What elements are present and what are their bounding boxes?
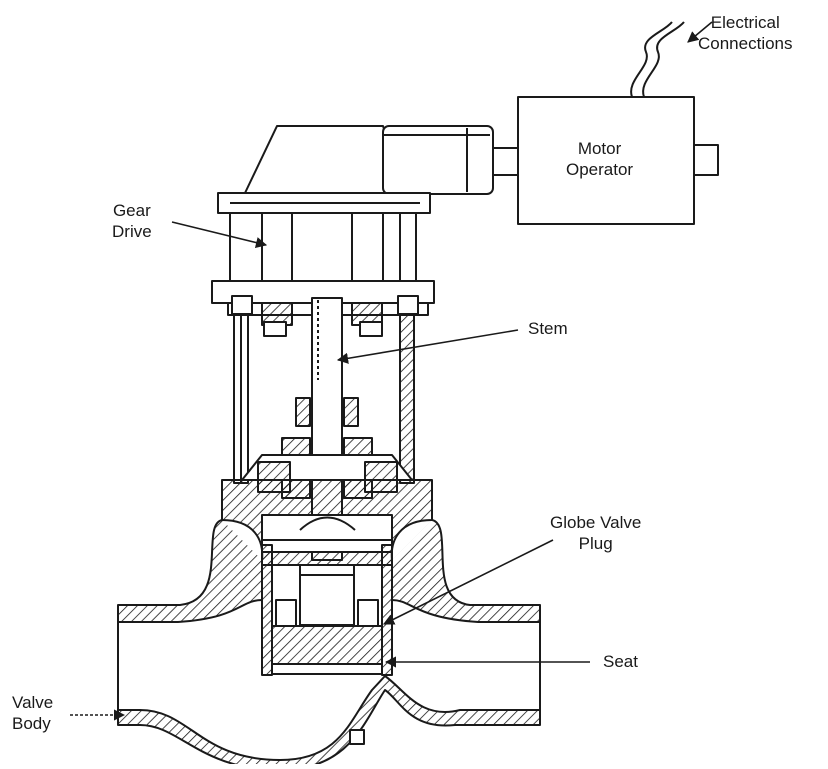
label-stem: Stem (528, 319, 568, 338)
label-electrical-line1: Electrical (710, 13, 780, 32)
gear-motor-housing (382, 125, 494, 195)
gear-housing (244, 125, 406, 194)
globe-valve-plug (271, 625, 383, 665)
label-globe-valve-plug: Globe Valve Plug (550, 512, 641, 554)
label-gear-line1: Gear (112, 201, 151, 220)
electrical-leader (687, 21, 713, 43)
label-gear-drive: Gear Drive (112, 200, 152, 242)
label-gear-line2: Drive (112, 222, 152, 241)
plug-leader (382, 539, 554, 625)
motor-shaft-right (693, 144, 719, 176)
label-plug-line1: Globe Valve (550, 513, 642, 532)
valve-body-bottom (117, 675, 541, 769)
label-body-line2: Body (12, 714, 51, 733)
label-motor-line2: Operator (566, 160, 634, 179)
valve-body-wall-left (117, 519, 263, 623)
label-plug-line2: Plug (578, 534, 613, 553)
electrical-cable-2 (642, 21, 685, 98)
motor-operator-box (517, 96, 695, 225)
gear-drive-leader (171, 221, 268, 249)
label-electrical-connections: Electrical Connections (698, 12, 793, 54)
valve-body-wall-right (391, 519, 541, 623)
label-electrical-line2: Connections (698, 34, 793, 53)
electrical-cable (630, 21, 673, 98)
label-motor-line1: Motor (577, 139, 622, 158)
motor-coupling (492, 147, 519, 176)
label-body-line1: Valve (12, 693, 54, 712)
label-motor-operator: Motor Operator (566, 138, 633, 180)
stem-leader (336, 329, 519, 364)
label-seat: Seat (603, 652, 638, 671)
label-valve-body: Valve Body (12, 692, 53, 734)
